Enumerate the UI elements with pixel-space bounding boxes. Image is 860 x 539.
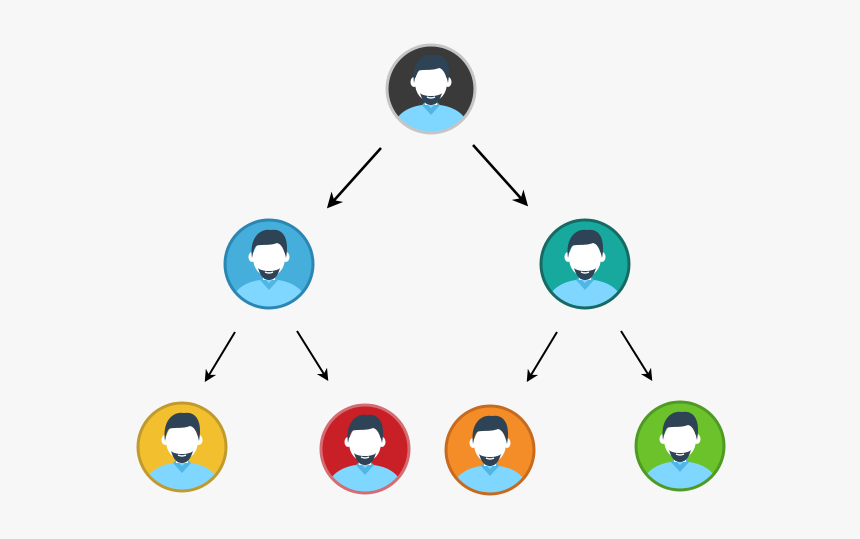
avatar-ring bbox=[539, 218, 631, 310]
node-left-mid bbox=[223, 218, 315, 310]
node-right-mid bbox=[539, 218, 631, 310]
person-avatar-icon bbox=[541, 220, 629, 308]
arrow-left-mid-to-leaf-yellow bbox=[204, 331, 236, 383]
avatar-ring bbox=[634, 400, 726, 492]
person-avatar-icon bbox=[321, 405, 409, 493]
nodes-layer bbox=[136, 43, 726, 496]
person-avatar-icon bbox=[446, 406, 534, 494]
node-leaf-yellow bbox=[136, 401, 228, 493]
avatar-ring bbox=[136, 401, 228, 493]
arrow-root-to-right-mid bbox=[472, 144, 529, 207]
person-avatar-icon bbox=[636, 402, 724, 490]
edges-layer bbox=[204, 144, 653, 383]
node-leaf-green bbox=[634, 400, 726, 492]
avatar-ring bbox=[444, 404, 536, 496]
avatar-ring bbox=[223, 218, 315, 310]
avatar-ring bbox=[385, 43, 477, 135]
node-leaf-orange bbox=[444, 404, 536, 496]
person-avatar-icon bbox=[225, 220, 313, 308]
node-leaf-red bbox=[319, 403, 411, 495]
arrow-right-mid-to-leaf-green bbox=[620, 330, 653, 382]
arrow-left-mid-to-leaf-red bbox=[296, 330, 329, 382]
arrow-root-to-left-mid bbox=[326, 147, 382, 209]
arrow-right-mid-to-leaf-orange bbox=[526, 331, 558, 383]
node-root bbox=[385, 43, 477, 135]
avatar-ring bbox=[319, 403, 411, 495]
person-avatar-icon bbox=[138, 403, 226, 491]
